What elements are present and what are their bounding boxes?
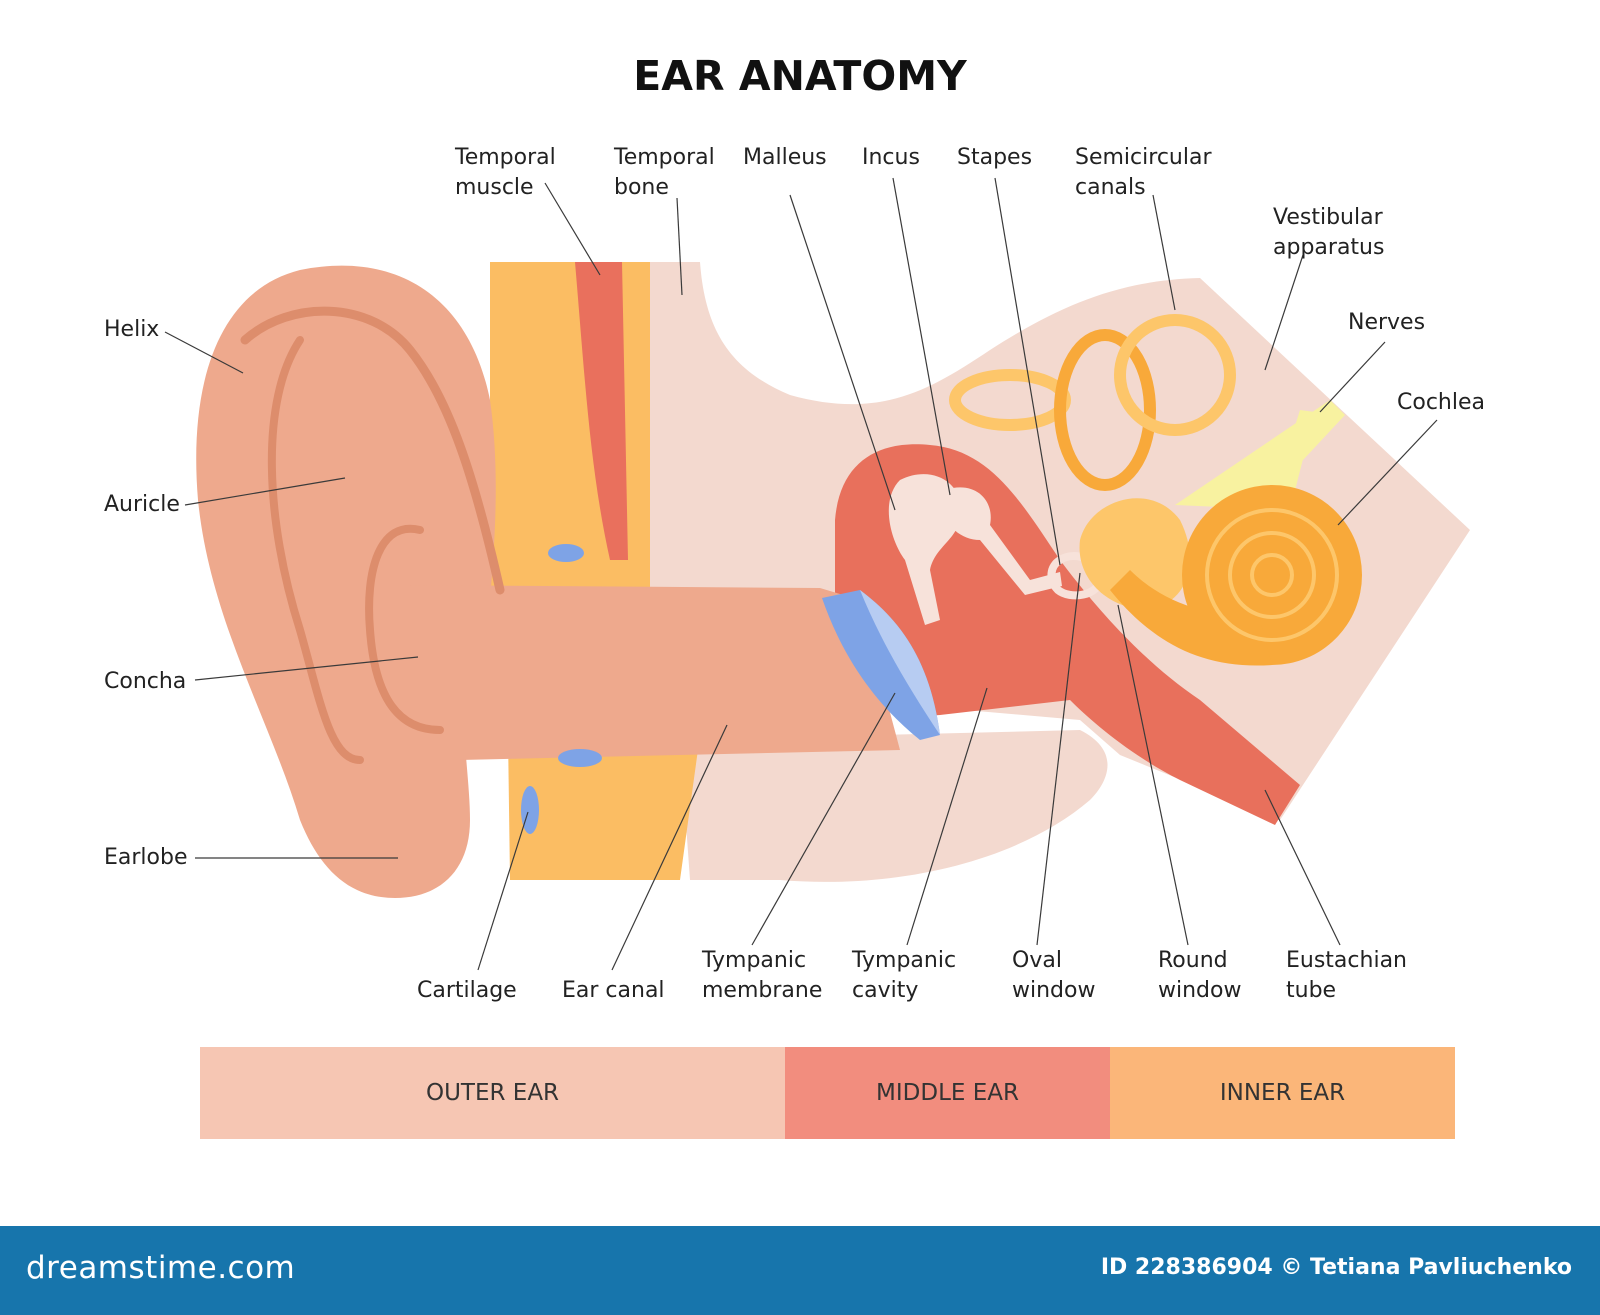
cochlea-base: [1110, 570, 1272, 666]
leader-concha: [194, 656, 419, 681]
leader-temporal-muscle: [544, 182, 601, 276]
section-middle-ear-label: MIDDLE EAR: [876, 1080, 1019, 1106]
label-oval-window: Oval window: [1012, 946, 1095, 1006]
middle-ear-cavity: [835, 444, 1300, 825]
label-vestibular-apparatus: Vestibular apparatus: [1273, 203, 1384, 263]
leader-oval-window: [1036, 572, 1081, 946]
cochlea-spiral-2: [1228, 531, 1316, 619]
label-cartilage: Cartilage: [417, 978, 517, 1003]
leader-helix: [164, 331, 244, 374]
semicircular-canal-3: [1114, 314, 1236, 436]
cartilage-spot-2: [558, 749, 602, 767]
label-vestibular-apparatus-line2: apparatus: [1273, 235, 1385, 260]
leader-malleus: [789, 194, 896, 511]
label-concha: Concha: [104, 669, 187, 694]
label-temporal-bone-line1: Temporal: [614, 145, 715, 170]
section-outer-ear-label: OUTER EAR: [425, 1080, 560, 1106]
temporal-muscle-shape: [575, 262, 628, 560]
cochlea-spiral-1: [1205, 508, 1339, 642]
leader-cochlea: [1337, 419, 1438, 526]
label-incus: Incus: [862, 145, 920, 170]
footer-credit: ID 228386904 © Tetiana Pavliuchenko: [1100, 1255, 1572, 1280]
label-vestibular-apparatus-line1: Vestibular: [1273, 205, 1383, 230]
label-round-window-line1: Round: [1158, 948, 1228, 973]
label-semicircular-canals: Semicircular canals: [1075, 143, 1212, 203]
label-helix: Helix: [104, 317, 160, 342]
leader-vestibular-apparatus: [1264, 254, 1304, 371]
cartilage-spot-3: [521, 786, 539, 834]
label-tympanic-cavity-line1: Tympanic: [852, 948, 957, 973]
label-semicircular-canals-line1: Semicircular: [1075, 145, 1212, 170]
leader-ear-canal: [611, 724, 728, 971]
cartilage-spot-1: [548, 544, 584, 562]
antihelix-groove: [267, 336, 364, 764]
section-outer-ear: OUTER EAR: [200, 1047, 785, 1139]
footer-bar: dreamstime.com ID 228386904 © Tetiana Pa…: [0, 1226, 1600, 1315]
tympanic-membrane-highlight: [860, 590, 940, 735]
lower-cartilage-block: [508, 735, 700, 880]
leader-stapes: [994, 177, 1061, 566]
helix-groove: [240, 306, 505, 595]
label-temporal-bone: Temporal bone: [614, 143, 715, 203]
semicircular-canal-2: [1054, 329, 1156, 491]
label-tympanic-membrane: Tympanic membrane: [702, 946, 822, 1006]
incus-shape: [942, 487, 1062, 595]
tympanic-membrane-shape: [822, 590, 940, 740]
label-temporal-muscle-line1: Temporal: [455, 145, 556, 170]
label-ear-canal: Ear canal: [562, 978, 665, 1003]
diagram-title: EAR ANATOMY: [633, 52, 967, 100]
label-eustachian-tube: Eustachian tube: [1286, 946, 1407, 1006]
label-stapes: Stapes: [957, 145, 1033, 170]
leader-round-window: [1117, 604, 1189, 946]
label-temporal-bone-line2: bone: [614, 175, 669, 200]
cochlea-spiral-3: [1250, 553, 1294, 597]
leader-temporal-bone: [676, 197, 683, 296]
label-oval-window-line2: window: [1012, 978, 1096, 1003]
label-malleus: Malleus: [743, 145, 827, 170]
lower-tissue-shape: [680, 730, 1108, 882]
label-earlobe: Earlobe: [104, 845, 188, 870]
concha-groove: [365, 524, 444, 734]
leader-cartilage: [477, 811, 529, 971]
section-inner-ear-label: INNER EAR: [1219, 1080, 1346, 1106]
leader-nerves: [1319, 341, 1386, 413]
label-tympanic-membrane-line2: membrane: [702, 978, 823, 1003]
label-auricle: Auricle: [104, 492, 180, 517]
leader-auricle: [184, 477, 346, 506]
label-round-window: Round window: [1158, 946, 1241, 1006]
label-nerves: Nerves: [1348, 310, 1426, 335]
label-eustachian-tube-line2: tube: [1286, 978, 1337, 1003]
label-round-window-line2: window: [1158, 978, 1242, 1003]
leader-incus: [892, 177, 951, 496]
label-oval-window-line1: Oval: [1012, 948, 1062, 973]
leader-tympanic-cavity: [906, 687, 988, 946]
label-tympanic-cavity: Tympanic cavity: [852, 946, 956, 1006]
ear-canal-shape: [410, 585, 900, 760]
section-middle-ear: MIDDLE EAR: [785, 1047, 1110, 1139]
label-temporal-muscle: Temporal muscle: [455, 143, 556, 203]
leader-semicircular-canals: [1152, 194, 1176, 311]
leader-eustachian-tube: [1264, 789, 1341, 946]
label-eustachian-tube-line1: Eustachian: [1286, 948, 1407, 973]
leader-tympanic-membrane: [751, 692, 896, 946]
label-semicircular-canals-line2: canals: [1075, 175, 1146, 200]
label-cochlea: Cochlea: [1397, 390, 1485, 415]
section-inner-ear: INNER EAR: [1110, 1047, 1455, 1139]
footer-brand[interactable]: dreamstime.com: [26, 1250, 296, 1286]
label-tympanic-membrane-line1: Tympanic: [702, 948, 807, 973]
label-tympanic-cavity-line2: cavity: [852, 978, 919, 1003]
nerve-shape: [1175, 400, 1345, 510]
label-temporal-muscle-line2: muscle: [455, 175, 534, 200]
vestibule-shape: [1079, 498, 1190, 610]
